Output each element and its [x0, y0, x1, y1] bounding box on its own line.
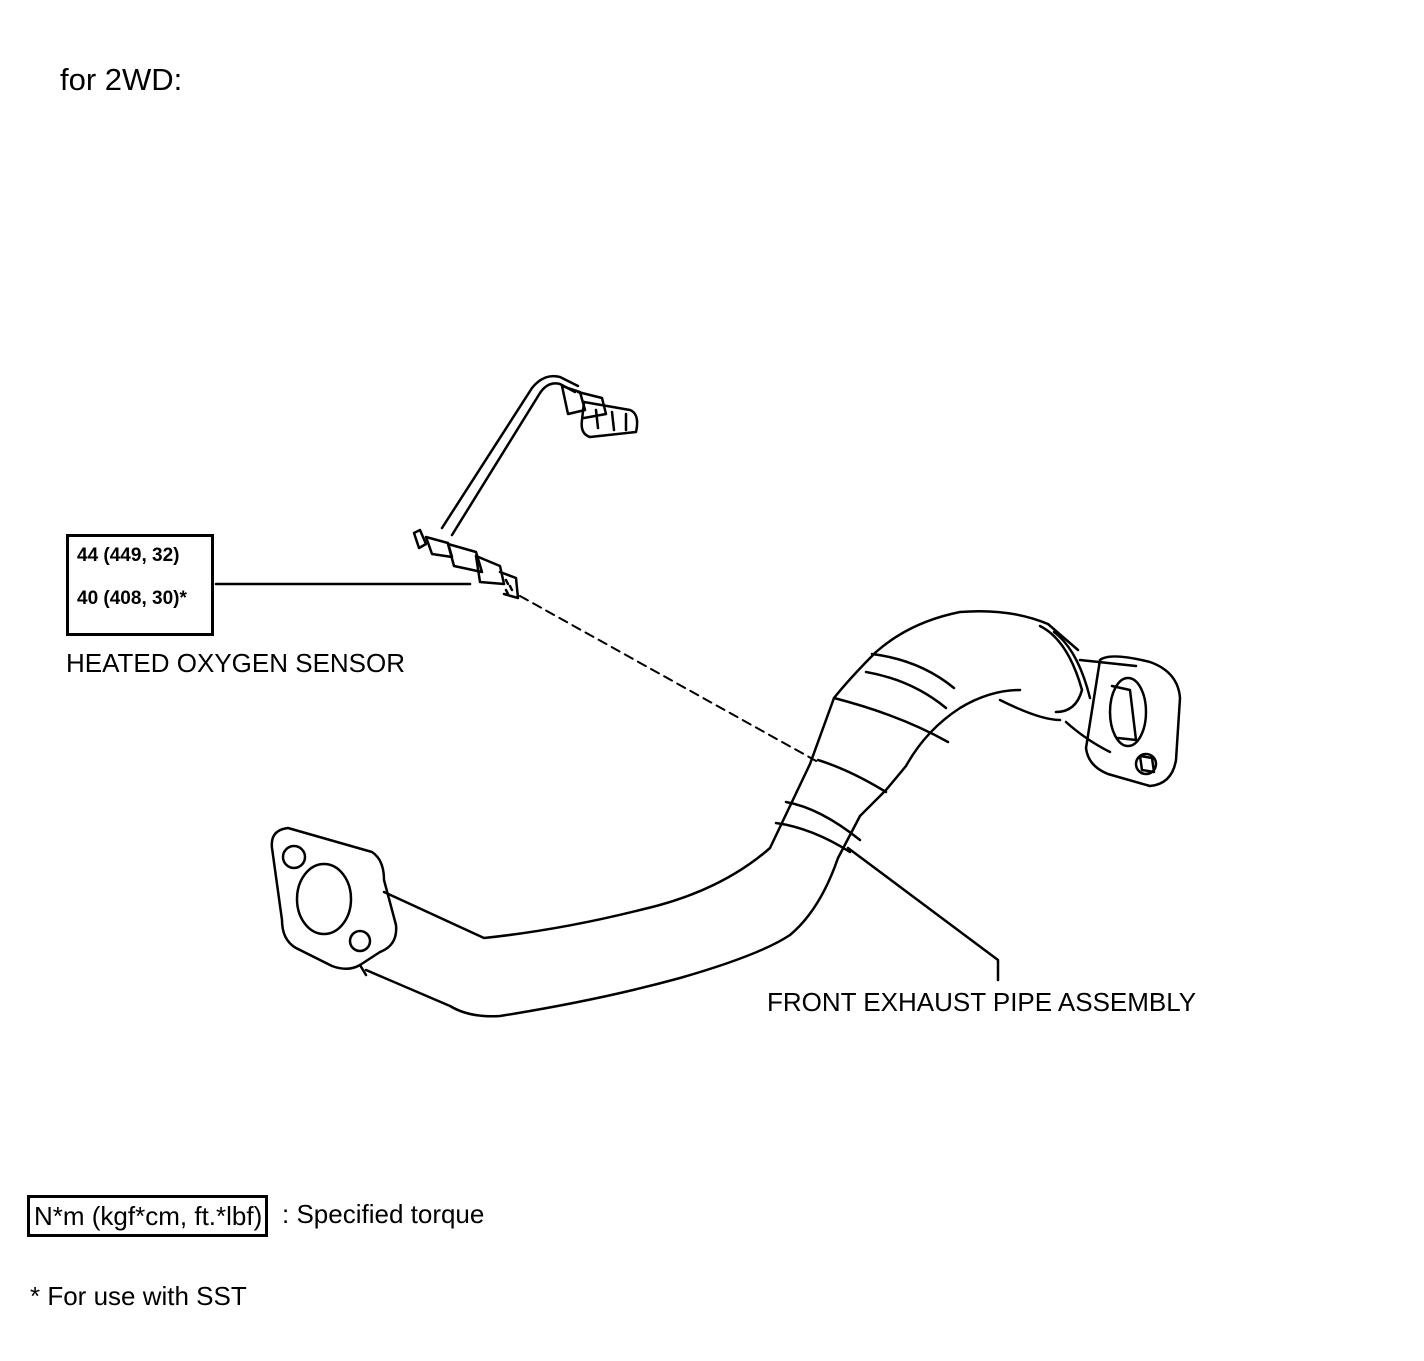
legend-description: : Specified torque — [282, 1199, 485, 1229]
footnote: * For use with SST — [30, 1281, 247, 1311]
sensor-connector — [560, 384, 639, 439]
page-title: for 2WD: — [60, 62, 183, 97]
pipe-leader-line — [846, 846, 1000, 982]
sensor-label: HEATED OXYGEN SENSOR — [66, 648, 406, 678]
pipe-label: FRONT EXHAUST PIPE ASSEMBLY — [767, 987, 1197, 1017]
legend-torque-unit-box: N*m (kgf*cm, ft.*lbf) — [27, 1195, 269, 1237]
install-dashed-line — [519, 595, 819, 763]
torque-value-standard: 44 (449, 32) — [77, 545, 180, 566]
torque-value-sst: 40 (408, 30)* — [77, 588, 187, 609]
oxygen-sensor — [412, 528, 520, 600]
front-exhaust-pipe — [270, 609, 1182, 1018]
torque-spec-box: 44 (449, 32) 40 (408, 30)* — [66, 534, 214, 636]
sensor-wire — [440, 374, 580, 537]
